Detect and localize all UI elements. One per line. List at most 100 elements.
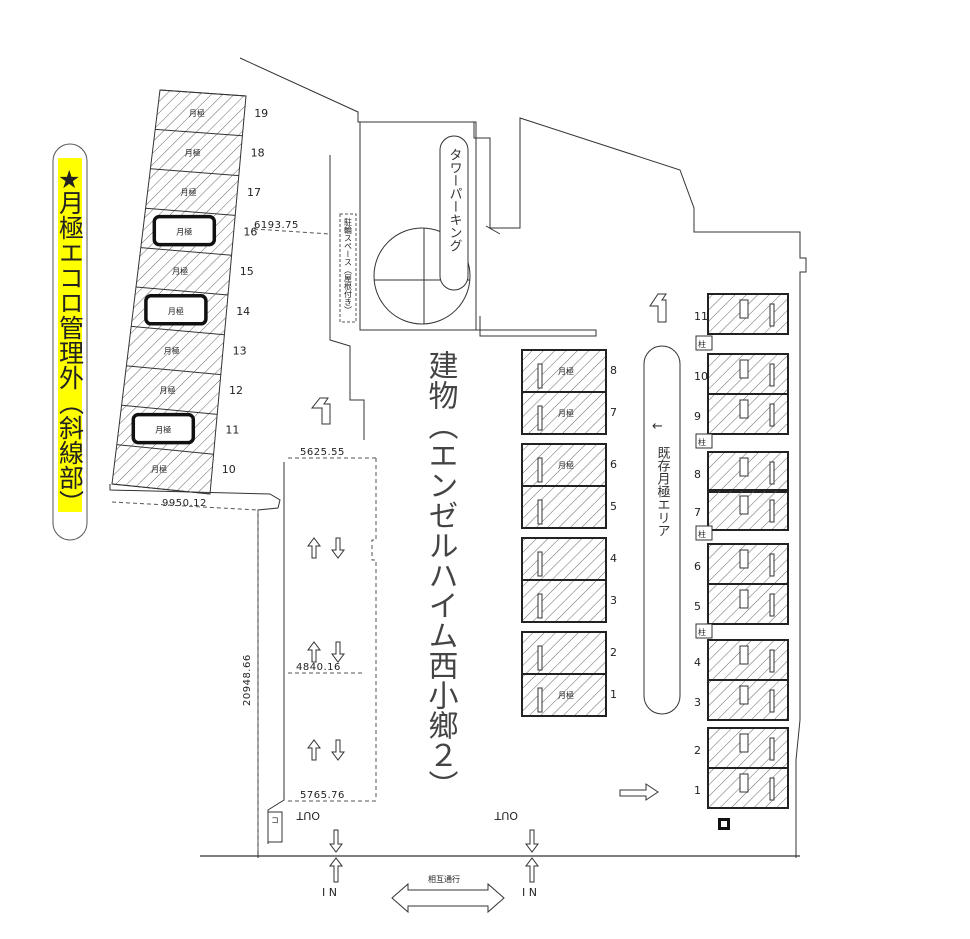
left-space-label: 月極 xyxy=(185,147,201,157)
middle-parking-space xyxy=(521,443,607,487)
small-mark-label: コ xyxy=(271,816,280,824)
left-space-label: 月極 xyxy=(151,464,167,474)
pillar-sign xyxy=(695,525,713,541)
middle-space-label: 月極 xyxy=(558,690,574,700)
bicycle-space: 駐輪スペース（屋根付き） xyxy=(339,213,357,323)
middle-parking-space xyxy=(521,349,607,393)
note-text: 月極エコロ管理外（斜線部） xyxy=(56,190,85,515)
entrance-out-label: OUT xyxy=(494,809,518,822)
left-parking-block: 月極 19 月極 18 月極 17 月極 16 月極 15 月極 14 月極 13 月極 12 月極 11 月極 10 xyxy=(111,89,268,495)
right-space-number: 10 xyxy=(694,370,708,383)
middle-space-label: 月極 xyxy=(558,366,574,376)
dimensions: 6193.75 9950.12 5625.55 4840.16 5765.76 … xyxy=(111,220,377,850)
middle-parking-space xyxy=(521,631,607,675)
left-space-label: 月極 xyxy=(176,227,192,237)
left-space-number: 14 xyxy=(236,305,250,318)
left-space-number: 17 xyxy=(247,186,261,199)
middle-parking-space xyxy=(521,579,607,623)
pillar-sign-label: 柱 xyxy=(698,627,706,637)
tower-parking: タワーパーキング xyxy=(359,121,477,331)
bicycle-space-label: 駐輪スペース（屋根付き） xyxy=(344,217,353,314)
dimension-2: 9950.12 xyxy=(162,498,207,509)
existing-area: ← 既存月極エリア xyxy=(643,345,681,715)
building-label: 建物（エンゼルハイム西小鄉２） xyxy=(423,350,459,800)
site-boundary xyxy=(109,57,807,858)
middle-space-number: 3 xyxy=(610,594,617,607)
right-space-number: 5 xyxy=(694,600,701,613)
entrance-in-label: I N xyxy=(322,886,337,899)
middle-space-number: 1 xyxy=(610,688,617,701)
entrance-in-label: I N xyxy=(522,886,537,899)
out-arrow-icon xyxy=(329,829,343,853)
left-space-number: 19 xyxy=(254,107,268,120)
left-space-number: 12 xyxy=(229,384,243,397)
dimension-5: 5765.76 xyxy=(300,790,345,801)
middle-space-number: 8 xyxy=(610,364,617,377)
left-space-number: 13 xyxy=(233,344,247,357)
down-arrow-icon xyxy=(331,641,345,663)
down-arrow-icon xyxy=(331,739,345,761)
middle-space-number: 6 xyxy=(610,458,617,471)
in-arrow-icon xyxy=(525,857,539,883)
left-space-label: 月極 xyxy=(172,266,188,276)
entrance-out-label: OUT xyxy=(296,809,320,822)
right-space-number: 4 xyxy=(694,656,701,669)
middle-parking-space xyxy=(521,537,607,581)
bend-arrow-icon xyxy=(649,293,667,323)
outlined-space-box xyxy=(131,412,196,445)
middle-space-label: 月極 xyxy=(558,408,574,418)
entrance-labels: I N OUT I N OUT 相互通行 xyxy=(296,809,537,899)
left-space-label: 月極 xyxy=(164,345,180,355)
dimension-6: 20948.66 xyxy=(242,654,253,706)
middle-space-number: 5 xyxy=(610,500,617,513)
up-arrow-icon xyxy=(307,537,321,559)
tower-parking-label: タワーパーキング xyxy=(447,148,463,252)
left-space-number: 16 xyxy=(243,226,257,239)
left-space-number: 11 xyxy=(225,424,239,437)
middle-space-label: 月極 xyxy=(558,460,574,470)
pillar-sign xyxy=(695,335,713,351)
small-mark: コ xyxy=(267,811,283,843)
dimension-3: 5625.55 xyxy=(300,447,345,458)
right-space-number: 6 xyxy=(694,560,701,573)
two-way-label: 相互通行 xyxy=(428,874,460,884)
existing-area-arrow: ← xyxy=(652,419,663,434)
right-space-number: 1 xyxy=(694,784,701,797)
right-space-number: 9 xyxy=(694,410,701,423)
right-space-number: 8 xyxy=(694,468,701,481)
middle-space-number: 2 xyxy=(610,646,617,659)
dimension-4: 4840.16 xyxy=(296,662,341,673)
dimension-1: 6193.75 xyxy=(254,220,299,231)
left-space-label: 月極 xyxy=(189,108,205,118)
right-space-number: 3 xyxy=(694,696,701,709)
existing-area-label: 既存月極エリア xyxy=(655,446,671,537)
pillar-sign-label: 柱 xyxy=(698,339,706,349)
right-space-number: 11 xyxy=(694,310,708,323)
left-space-label: 月極 xyxy=(181,187,197,197)
bend-arrow-icon xyxy=(310,397,331,425)
middle-parking-space xyxy=(521,485,607,529)
outlined-space-box xyxy=(152,214,217,247)
note-star: ★ xyxy=(58,165,80,194)
left-space-label: 月極 xyxy=(160,385,176,395)
left-space-number: 10 xyxy=(222,463,236,476)
right-space-number: 7 xyxy=(694,506,701,519)
middle-space-number: 7 xyxy=(610,406,617,419)
note-box: 月極エコロ管理外（斜線部） ★ xyxy=(52,143,88,541)
pillar-sign-label: 柱 xyxy=(698,437,706,447)
outlined-space-box xyxy=(144,294,208,326)
left-space-label: 月極 xyxy=(155,425,171,435)
two-way-arrow-icon xyxy=(391,882,505,914)
pillar-sign xyxy=(695,623,713,639)
pillar-sign xyxy=(695,433,713,449)
left-space-number: 15 xyxy=(240,265,254,278)
left-space-label: 月極 xyxy=(168,306,184,316)
left-space-number: 18 xyxy=(251,146,265,159)
up-arrow-icon xyxy=(307,641,321,663)
out-arrow-icon xyxy=(525,829,539,853)
middle-parking-space xyxy=(521,391,607,435)
direction-arrows xyxy=(307,293,667,914)
